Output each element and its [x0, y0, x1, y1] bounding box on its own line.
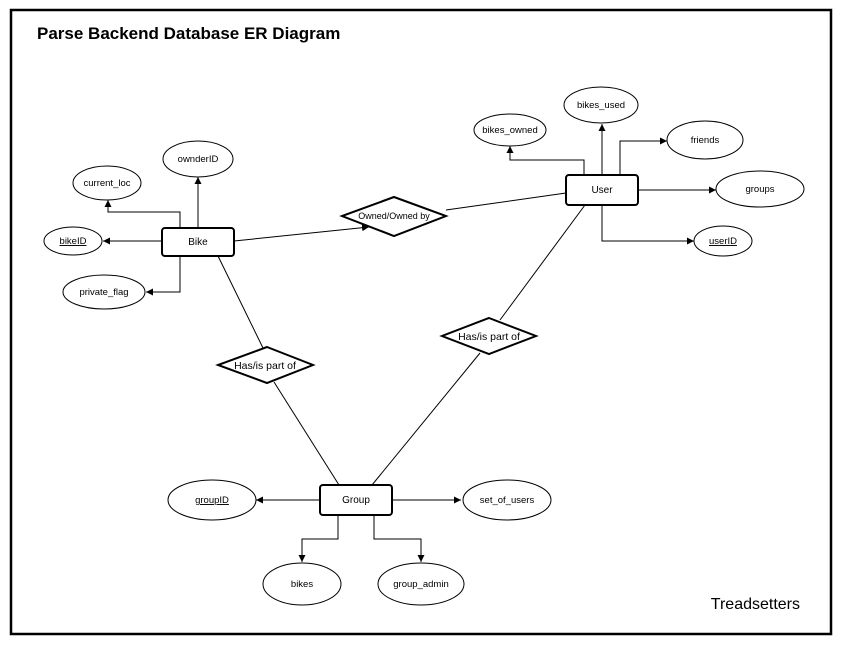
relationship-bike-group-label: Has/is part of	[234, 360, 296, 372]
svg-text:private_flag: private_flag	[79, 287, 128, 298]
edge-has-group	[273, 381, 340, 486]
conn-group-bikes	[298, 515, 339, 562]
relationship-owned-label: Owned/Owned by	[358, 211, 430, 221]
attribute-bikes: bikes	[262, 562, 342, 606]
footer-label: Treadsetters	[711, 596, 800, 613]
conn-bike-owned	[233, 224, 370, 242]
edge-bike-has-group	[217, 255, 264, 349]
svg-text:friends: friends	[691, 135, 720, 146]
edge-owned-user	[445, 192, 567, 211]
conn-group-groupadmin	[373, 515, 425, 562]
attribute-set-of-users: set_of_users	[462, 479, 552, 521]
entity-group: Group	[319, 484, 393, 516]
attribute-private-flag: private_flag	[62, 274, 146, 310]
entity-user-label: User	[591, 185, 613, 196]
conn-bike-privateflag	[146, 256, 181, 296]
conn-bike-currentloc	[104, 200, 181, 228]
attribute-bikes-used: bikes_used	[563, 86, 639, 124]
relationship-user-group-label: Has/is part of	[458, 331, 520, 343]
attribute-friends: friends	[666, 120, 744, 160]
conn-user-friends	[619, 137, 667, 175]
entity-user: User	[565, 174, 639, 206]
relationship-user-group: Has/is part of	[439, 316, 539, 356]
svg-text:bikes_used: bikes_used	[577, 100, 625, 111]
attribute-groupid: groupID	[167, 479, 257, 521]
attribute-group-admin: group_admin	[377, 562, 465, 606]
attribute-bikeid: bikeID	[43, 226, 103, 256]
svg-text:bikes_owned: bikes_owned	[482, 125, 537, 136]
entity-bike-label: Bike	[188, 237, 208, 248]
conn-user-userid	[601, 205, 694, 245]
svg-text:ownderID: ownderID	[178, 154, 219, 165]
entity-bike: Bike	[161, 227, 235, 257]
attribute-bikes-owned: bikes_owned	[473, 113, 547, 147]
entity-group-label: Group	[342, 495, 370, 506]
svg-text:userID: userID	[709, 236, 737, 247]
svg-text:current_loc: current_loc	[84, 178, 131, 189]
diagram-frame	[9, 8, 833, 636]
diagram-title: Parse Backend Database ER Diagram	[37, 24, 340, 43]
attribute-current-loc: current_loc	[72, 165, 142, 201]
svg-text:groupID: groupID	[195, 495, 229, 506]
attribute-ownerid: ownderID	[162, 140, 234, 178]
edge-has-group-2	[371, 352, 481, 486]
svg-text:groups: groups	[745, 184, 774, 195]
svg-text:bikes: bikes	[291, 579, 313, 590]
svg-text:set_of_users: set_of_users	[480, 495, 535, 506]
relationship-owned: Owned/Owned by	[339, 195, 449, 238]
attribute-userid: userID	[693, 225, 753, 257]
relationship-bike-group: Has/is part of	[215, 345, 316, 385]
attribute-groups: groups	[715, 170, 805, 208]
svg-text:bikeID: bikeID	[60, 236, 87, 247]
conn-user-bikesowned	[506, 146, 585, 175]
edge-user-has-group	[499, 204, 586, 321]
svg-text:group_admin: group_admin	[393, 579, 448, 590]
